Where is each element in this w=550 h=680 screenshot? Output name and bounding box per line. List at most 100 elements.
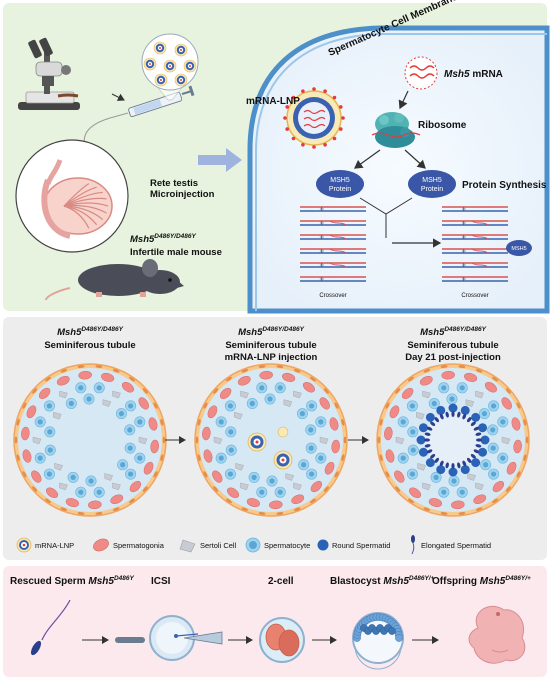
lnp-surface-dot xyxy=(301,143,305,147)
tubule1-line2: Seminiferous tubule xyxy=(44,340,135,351)
spermatocyte-nucleus xyxy=(119,411,124,416)
spermatocyte-nucleus xyxy=(309,471,314,476)
spermatocyte-nucleus xyxy=(490,427,495,432)
lnp-surface-dot xyxy=(301,89,305,93)
lnp-surface-dot xyxy=(323,143,327,147)
pup-icon xyxy=(469,606,525,663)
lnp-surface-dot xyxy=(333,96,337,100)
myoid-cell xyxy=(15,437,18,444)
protein-right-l2: Protein xyxy=(421,186,443,193)
tubule2-genotype: D486Y/D486Y xyxy=(262,326,304,333)
spermatocyte-nucleus xyxy=(441,490,446,495)
off-gene: Msh5 xyxy=(480,576,506,587)
lnp-surface-dot xyxy=(312,87,316,91)
lumen-lnp-mrna xyxy=(282,459,285,462)
msh5-protein-right xyxy=(408,170,456,198)
tubule3-line2: Seminiferous tubule xyxy=(407,340,498,351)
spermatocyte-nucleus xyxy=(47,403,52,408)
spermatocyte-nucleus xyxy=(500,456,505,461)
spermatocyte-nucleus xyxy=(69,401,74,406)
spermatocyte-nucleus xyxy=(460,385,465,390)
tubule2-line2: Seminiferous tubule xyxy=(225,340,316,351)
round-spermatid xyxy=(426,413,435,422)
spermatocyte-nucleus xyxy=(301,462,306,467)
lnp-surface-dot xyxy=(333,137,337,141)
tubule3-gene: Msh5 xyxy=(420,327,445,338)
lnp-surface-dot xyxy=(292,137,296,141)
ribosome-label: Ribosome xyxy=(418,120,467,131)
trophectoderm-cell xyxy=(395,634,402,641)
round-spermatid xyxy=(471,458,480,467)
spermatocyte-nucleus xyxy=(97,385,102,390)
inset-lnp-mrna xyxy=(160,79,162,81)
spermatocyte-nucleus xyxy=(460,490,465,495)
tubule2-gene: Msh5 xyxy=(238,327,263,338)
sperm-prefix: Rescued Sperm xyxy=(10,576,88,587)
spermatocyte-nucleus xyxy=(300,411,305,416)
round-spermatid xyxy=(436,406,445,415)
off-genotype: D486Y/+ xyxy=(505,575,531,582)
round-spermatid xyxy=(478,423,487,432)
elongated-spermatid-head xyxy=(476,438,482,441)
lnp-surface-dot xyxy=(283,116,287,120)
legend-round-spermatid-icon xyxy=(318,540,329,551)
sperm-genotype: D486Y xyxy=(114,575,135,582)
mouse-gene: Msh5 xyxy=(130,234,155,245)
lnp-surface-dot xyxy=(339,105,343,109)
seminiferous-tubule-2 xyxy=(195,364,347,516)
spermatocyte-nucleus xyxy=(120,462,125,467)
legend-sertoli-label: Sertoli Cell xyxy=(200,541,237,550)
spermatocyte-nucleus xyxy=(219,456,224,461)
spermatocyte-nucleus xyxy=(500,419,505,424)
inset-lnp-mrna xyxy=(169,65,171,67)
protein-right-l1: MSH5 xyxy=(422,177,442,184)
spermatocyte-nucleus xyxy=(228,429,233,434)
protein-left-l1: MSH5 xyxy=(330,177,350,184)
spermatocyte-nucleus xyxy=(250,401,255,406)
tubule3-line3: Day 21 post-injection xyxy=(405,352,501,363)
spermatocyte-nucleus xyxy=(491,471,496,476)
elongated-spermatid-head xyxy=(451,411,454,417)
spermatocyte-nucleus xyxy=(401,419,406,424)
tubule1-genotype: D486Y/D486Y xyxy=(81,326,123,333)
mrna-lnp-label: mRNA-LNP xyxy=(246,96,300,107)
inset-lnp-mrna xyxy=(159,47,161,49)
elongated-spermatid-head xyxy=(424,438,430,441)
spermatocyte-nucleus xyxy=(229,447,234,452)
round-spermatid xyxy=(436,465,445,474)
spermatocyte-nucleus xyxy=(411,447,416,452)
legend-lnp-label: mRNA-LNP xyxy=(35,541,74,550)
lumen-lnp-mrna xyxy=(256,441,259,444)
two-cell-label: 2-cell xyxy=(268,576,294,587)
icsi-label: ICSI xyxy=(151,576,171,587)
off-prefix: Offspring xyxy=(432,576,480,587)
spermatocyte-nucleus xyxy=(47,471,52,476)
spermatocyte-nucleus xyxy=(410,471,415,476)
spermatocyte-nucleus xyxy=(318,419,323,424)
spermatocyte-nucleus xyxy=(228,471,233,476)
spermatocyte-nucleus xyxy=(451,478,456,483)
rete-testis-line1: Rete testis xyxy=(150,178,198,189)
spermatocyte-nucleus xyxy=(267,396,272,401)
round-spermatid xyxy=(461,406,470,415)
spermatocyte-nucleus xyxy=(259,490,264,495)
msh5-protein-left xyxy=(316,170,364,198)
msh5-mrna-gene: Msh5 xyxy=(444,69,470,80)
msh5-mrna-label: Msh5 mRNA xyxy=(444,69,503,80)
spermatocyte-nucleus xyxy=(482,411,487,416)
mouse-genotype: D486Y/D486Y xyxy=(154,233,196,240)
spermatocyte-nucleus xyxy=(219,419,224,424)
legend-elongated-spermatid-label: Elongated Spermatid xyxy=(421,541,491,550)
lnp-surface-dot xyxy=(341,116,345,120)
inset-lnp-mrna xyxy=(189,65,191,67)
spermatocyte-nucleus xyxy=(483,462,488,467)
spermatocyte-nucleus xyxy=(432,401,437,406)
myoid-cell xyxy=(526,437,529,444)
crossover-label-right: Crossover xyxy=(461,293,488,299)
blast-genotype: D486Y/+ xyxy=(409,575,435,582)
legend-spermatocyte-icon xyxy=(246,538,260,552)
spermatocyte-nucleus xyxy=(128,446,133,451)
spermatocyte-nucleus xyxy=(128,471,133,476)
spermatocyte-nucleus xyxy=(86,396,91,401)
